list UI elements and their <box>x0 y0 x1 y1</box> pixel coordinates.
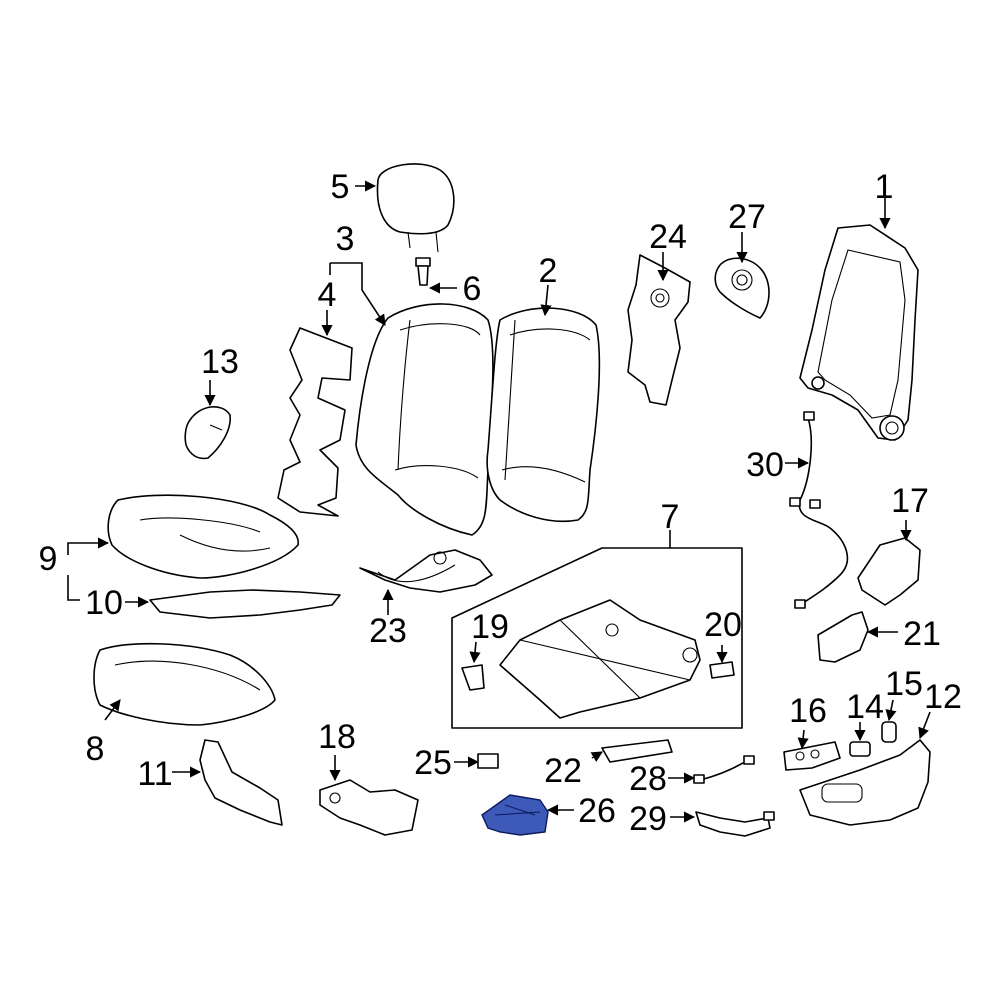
part-5-headrest[interactable] <box>376 163 455 253</box>
callout-8[interactable]: 8 <box>86 730 105 768</box>
part-26-switch-module[interactable] <box>481 794 549 836</box>
callout-16[interactable]: 16 <box>789 692 827 730</box>
part-13-cover[interactable] <box>184 406 231 460</box>
part-24-side-bracket[interactable] <box>627 254 691 406</box>
callout-12[interactable]: 12 <box>924 678 962 716</box>
part-8-cushion-cover[interactable] <box>93 642 276 726</box>
leader-lines <box>67 180 931 823</box>
part-2-back-assembly[interactable] <box>486 307 601 523</box>
part-1-back-frame[interactable] <box>799 224 919 441</box>
part-14-knob[interactable] <box>849 741 871 757</box>
part-9-cushion-pad[interactable] <box>107 494 299 579</box>
part-25-clip[interactable] <box>477 753 499 769</box>
callout-20[interactable]: 20 <box>704 606 742 644</box>
part-22-strip[interactable] <box>601 739 673 763</box>
part-29-harness[interactable] <box>695 811 775 837</box>
callout-11[interactable]: 11 <box>137 755 172 793</box>
callout-17[interactable]: 17 <box>891 482 929 520</box>
callout-22[interactable]: 22 <box>544 752 582 790</box>
callout-15[interactable]: 15 <box>885 665 923 703</box>
part-11-side-cover[interactable] <box>199 739 283 826</box>
part-28-harness[interactable] <box>693 755 755 784</box>
callout-labels: 1 2 3 4 5 6 7 8 9 10 11 12 13 14 15 16 1… <box>39 168 962 838</box>
callout-6[interactable]: 6 <box>463 270 482 308</box>
part-19-bracket[interactable] <box>461 664 485 691</box>
callout-14[interactable]: 14 <box>846 688 884 726</box>
part-4-back-pad[interactable] <box>277 327 353 517</box>
callout-29[interactable]: 29 <box>629 800 667 838</box>
part-30-wire[interactable] <box>789 411 849 609</box>
part-27-recliner-cover[interactable] <box>714 257 770 319</box>
callout-30[interactable]: 30 <box>746 446 784 484</box>
callout-13[interactable]: 13 <box>201 343 239 381</box>
callout-18[interactable]: 18 <box>318 718 356 756</box>
callout-4[interactable]: 4 <box>318 276 337 314</box>
callout-2[interactable]: 2 <box>539 252 558 290</box>
part-23-wire-harness[interactable] <box>359 549 493 593</box>
callout-26[interactable]: 26 <box>578 792 616 830</box>
part-20-bracket[interactable] <box>709 661 735 679</box>
part-16-switch-base[interactable] <box>783 741 841 771</box>
part-17-side-shield[interactable] <box>857 537 921 606</box>
part-18-motor-bracket[interactable] <box>319 779 419 836</box>
part-12-side-panel[interactable] <box>799 739 931 826</box>
part-15-knob[interactable] <box>881 721 897 743</box>
callout-5[interactable]: 5 <box>331 168 350 206</box>
callout-1[interactable]: 1 <box>875 168 894 206</box>
callout-28[interactable]: 28 <box>629 760 667 798</box>
part-10-mat[interactable] <box>149 589 341 619</box>
part-7-seat-track-assembly[interactable] <box>451 547 743 729</box>
part-21-bracket[interactable] <box>817 611 869 663</box>
callout-3[interactable]: 3 <box>336 220 355 258</box>
callout-9[interactable]: 9 <box>39 540 58 578</box>
part-6-guide[interactable] <box>415 257 431 286</box>
callout-27[interactable]: 27 <box>728 198 766 236</box>
callout-7[interactable]: 7 <box>661 498 680 536</box>
callout-10[interactable]: 10 <box>85 584 123 622</box>
callout-24[interactable]: 24 <box>649 218 687 256</box>
part-3-back-cover[interactable] <box>355 303 494 536</box>
callout-23[interactable]: 23 <box>369 612 407 650</box>
callout-21[interactable]: 21 <box>903 615 941 653</box>
callout-19[interactable]: 19 <box>471 608 509 646</box>
callout-25[interactable]: 25 <box>414 744 452 782</box>
